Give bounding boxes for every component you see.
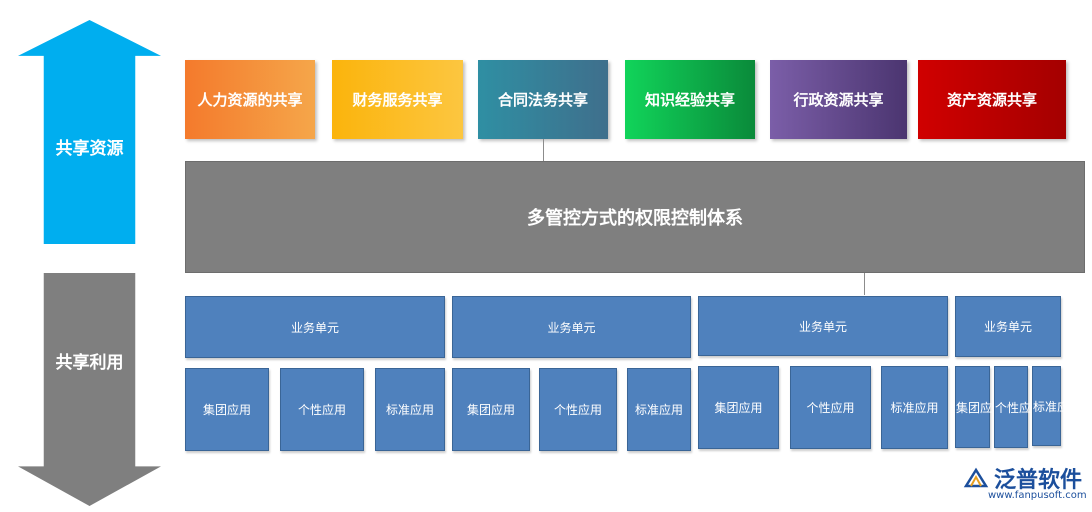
unit-1-standard-app: 标准应用 [375, 368, 445, 451]
resource-assets: 资产资源共享 [918, 60, 1066, 139]
logo-name: 泛普软件 [994, 468, 1083, 493]
resource-legal: 合同法务共享 [478, 60, 608, 139]
business-unit-2: 业务单元 [452, 296, 691, 358]
unit-1-custom-app: 个性应用 [280, 368, 364, 451]
business-unit-4: 业务单元 [955, 296, 1061, 357]
unit-2-standard-app: 标准应用 [627, 368, 691, 451]
resource-hr: 人力资源的共享 [185, 60, 315, 139]
shared-utilization-arrow [18, 273, 161, 506]
resource-finance: 财务服务共享 [332, 60, 463, 139]
unit-2-custom-app: 个性应用 [539, 368, 617, 451]
permission-control-system: 多管控方式的权限控制体系 [185, 161, 1085, 273]
unit-3-custom-app: 个性应用 [790, 366, 871, 449]
fanpu-logo-icon [963, 467, 989, 488]
business-unit-3: 业务单元 [698, 296, 948, 356]
unit-2-group-app: 集团应用 [452, 368, 530, 451]
resource-admin: 行政资源共享 [770, 60, 907, 139]
unit-4-group-app: 集团应用 [955, 366, 1004, 448]
unit-3-group-app: 集团应用 [698, 366, 779, 449]
shared-resources-arrow [18, 20, 161, 244]
connector-top [543, 139, 544, 161]
shared-utilization-label: 共享利用 [55, 353, 124, 373]
unit-1-group-app: 集团应用 [185, 368, 269, 451]
business-unit-1: 业务单元 [185, 296, 445, 358]
unit-4-standard-app: 标准应用 [1032, 366, 1081, 446]
fanpu-logo: 泛普软件 www.fanpusoft.com [962, 462, 1087, 506]
shared-resources-label: 共享资源 [55, 139, 124, 159]
unit-4-custom-app: 个性应用 [994, 366, 1043, 448]
unit-3-standard-app: 标准应用 [881, 366, 948, 449]
logo-url: www.fanpusoft.com [988, 490, 1087, 501]
resource-knowledge: 知识经验共享 [625, 60, 755, 139]
connector-bottom [864, 273, 865, 295]
